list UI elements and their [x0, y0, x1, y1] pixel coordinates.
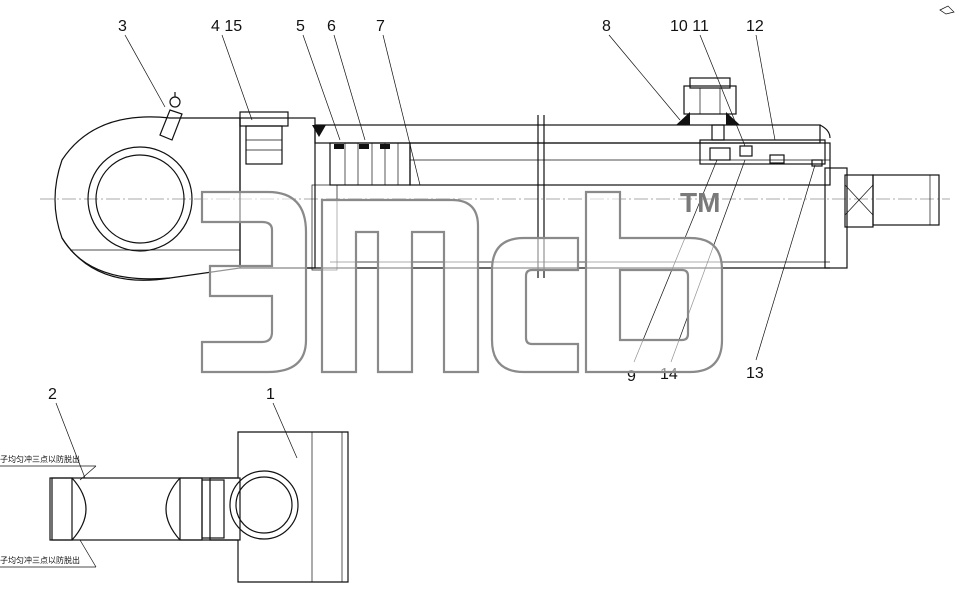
detail-pin	[49, 477, 241, 541]
watermark-logo: TM	[200, 187, 724, 374]
guide-sleeve	[699, 139, 826, 165]
callout-6: 6	[327, 18, 336, 35]
detail-view: 2 1 子均匀冲三点以防脱出 子均匀冲三点以防脱出	[0, 386, 349, 583]
corner-mark-icon	[939, 5, 955, 15]
callout-4-15: 4 15	[211, 18, 242, 35]
front-port-fitting	[676, 77, 740, 141]
rear-port-fitting	[239, 111, 289, 165]
rear-eye-body	[54, 116, 241, 281]
rod-end-hex	[844, 174, 874, 228]
callout-9: 9	[627, 368, 636, 385]
callout-12: 12	[746, 18, 764, 35]
callout-1: 1	[266, 386, 275, 403]
note-top: 子均匀冲三点以防脱出	[0, 454, 80, 464]
grease-fitting	[159, 92, 183, 141]
rear-eye-bore	[87, 146, 193, 252]
rod-thread	[872, 174, 940, 226]
note-bottom: 子均匀冲三点以防脱出	[0, 555, 80, 565]
callout-2: 2	[48, 386, 57, 403]
rod-end	[824, 167, 848, 269]
trademark-symbol: TM	[680, 187, 720, 218]
piston-rod	[409, 142, 831, 186]
cylinder-assembly	[40, 77, 950, 281]
callout-13: 13	[746, 365, 764, 382]
weld-mark-5	[312, 125, 326, 137]
callout-7: 7	[376, 18, 385, 35]
callout-8: 8	[602, 18, 611, 35]
callout-3: 3	[118, 18, 127, 35]
callout-10-11: 10 11	[670, 18, 709, 35]
callout-5: 5	[296, 18, 305, 35]
piston	[329, 142, 411, 186]
